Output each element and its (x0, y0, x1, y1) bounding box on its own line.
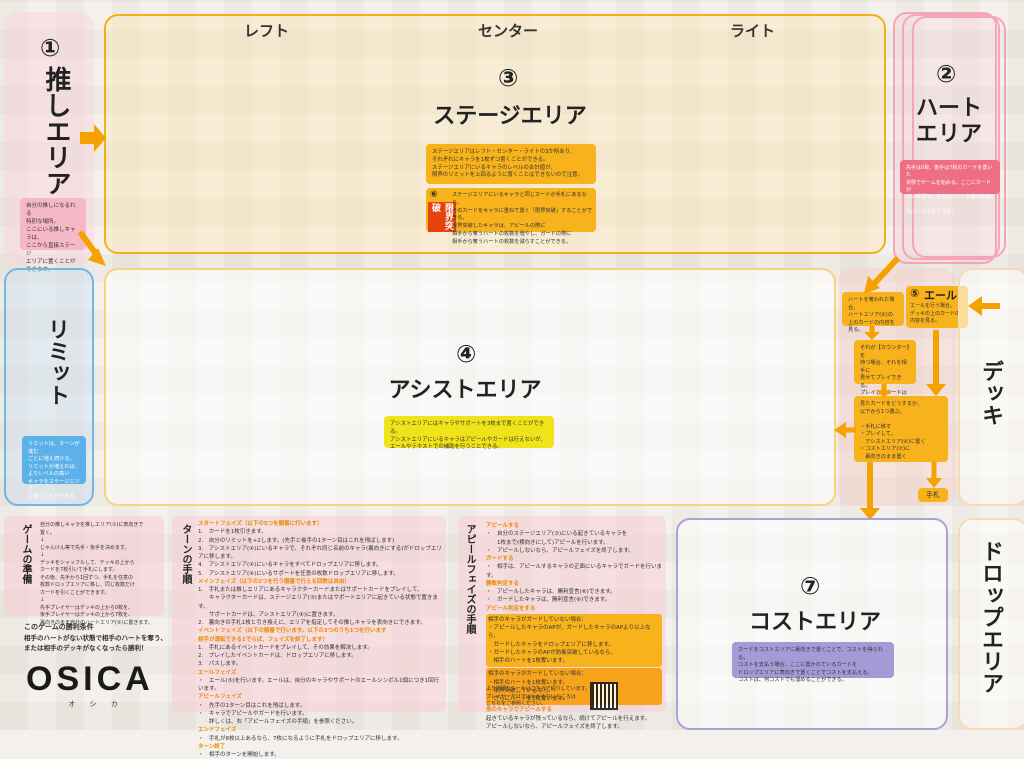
appeal-s5: 起きているキャラが残っているなら、続けてアピールを行えます。 アピールしないなら… (486, 715, 651, 730)
appeal-phase-head: アピールフェイズ (198, 694, 242, 701)
yell-note: エールを行う場合、 デッキの上のカードの 内容を見る。 (910, 303, 961, 324)
drop-area[interactable] (958, 518, 1024, 730)
appeal-s2: ・ 相手は、アピールするキャラの正面にいるキャラでガードを行います。 (486, 564, 663, 579)
cost-area[interactable] (676, 518, 948, 730)
osica-logo: OSICA オ シ カ (26, 660, 166, 708)
assist-number: ④ (456, 340, 477, 368)
turn-steps: スタートフェイズ（以下の5つを順番に行います） 1. カードを1枚引きます。 2… (198, 520, 444, 759)
cost-note: カードをコストエリアに裏向きで置くことで、コストを得られる。 コストを支払う場合… (732, 642, 894, 683)
heart-title: ハート エリア (915, 96, 982, 148)
yell-phase: ・ エール(⑤)を行います。エールは、自分のキャラやサポートのエールシンボル1個… (198, 677, 440, 692)
turn-panel (172, 516, 446, 712)
cost-number: ⑦ (800, 572, 821, 600)
stage-note: ステージエリアはレフト・センター・ライトの3か所あり、 それぞれにキャラを1枚ず… (426, 144, 596, 184)
flow-arrows (77, 124, 1000, 520)
prep-panel (4, 516, 164, 616)
appeal-title: アピールフェイズの手順 (464, 524, 475, 634)
column-right-label: ライト (730, 22, 776, 40)
event-phase: 1. 手札にあるイベントカードをプレイして、その効果を解決します。 2. プレイ… (198, 644, 373, 668)
yell-phase-head: エールフェイズ (198, 669, 237, 676)
limit-note: リミットは、ターンが進む ごとに増え続ける。 リミットが増えれば、 よりレベルの… (22, 436, 86, 500)
appeal-phase: ・ 先手の1ターン目はこれを飛ばします。 ・ キャラでアピールやガードを行います… (198, 702, 358, 726)
win-title: このゲームの勝利条件 (24, 623, 94, 631)
hand-label[interactable]: 手札 (918, 488, 948, 502)
prep-text: 自分の推しキャラを推しエリア(①)に表向きで 置く。 ↓ じゃんけん等で先手・後… (40, 522, 153, 626)
event-phase-head: イベントフェイズ（以下の順番で行います。以下の3つのうち1つを行います 相手が運… (198, 628, 387, 643)
oshi-title: 推しエリア (41, 66, 71, 196)
assist-note: アシストエリアにはキャラやサポートを3枚まで置くことができる。 アシストエリアに… (384, 416, 554, 450)
drop-title: ドロップエリア (978, 540, 1003, 694)
end-phase: ・ 手札が8枚以上あるなら、7枚になるように手札をドロップエリアに移します。 (198, 735, 403, 742)
appeal-s3: ・ アピールしたキャラは、勝利宣言(⑥)できます。 ・ ガードしたキャラは、勝利… (486, 589, 616, 604)
oshi-number: ① (40, 34, 61, 62)
start-phase: 1. カードを1枚引きます。 2. 自分のリミットを+2します。(先手と後手の1… (198, 529, 442, 577)
logo-text: OSICA (26, 660, 154, 698)
heart-area[interactable] (893, 12, 997, 264)
appeal-s1-head: アピールする (486, 523, 520, 529)
cost-title: コストエリア (748, 610, 881, 635)
main-phase: 1. 手札または推しエリアにあるキャラクターカードまたはサポートカードをプレイし… (198, 587, 438, 626)
turn-title: ターンの手順 (180, 524, 191, 584)
turn-end: ・ 相手のターンを開始します。 (198, 752, 280, 758)
logo-kana: オ シ カ (68, 700, 124, 708)
appeal-s4b: 相手のキャラがガードしていない場合： ・相手のハートを1枚奪います。 ・限界突破… (486, 668, 662, 706)
heart-stack-2 (912, 16, 1006, 258)
assist-area[interactable] (104, 268, 836, 506)
heart-steal-note: ハートを奪われた場合、 ハートエリア(②)の 上のカードの内容を 見る。 (842, 292, 904, 333)
genkai-number: ⑥ (430, 190, 438, 200)
yell-note-box (906, 286, 968, 328)
arrow-oshi-to-stage (80, 124, 106, 152)
stage-title: ステージエリア (433, 104, 587, 129)
heart-note: 先手は0枚、後手は7枚のカードを置いた 状態でゲームを始める。ここにカードが な… (900, 160, 1000, 215)
rules-note: より詳細なルールはこちらで紹介しています。 プレイヤーだけではわからないところは… (486, 686, 591, 707)
genkai-label: 限界突破 (428, 202, 456, 232)
appeal-s2-head: ガードする (486, 556, 514, 562)
turn-end-head: ターン終了 (198, 743, 226, 750)
genkai-note: ステージエリアにいるキャラと同じカードが手札にあるなら、 そのカードをキャラに重… (452, 192, 593, 245)
limit-title: リミット (44, 318, 69, 406)
appeal-s1: ・ 自分のステージエリア(③)にいる起きているキャラを 1枚まで(横向きにして)… (486, 531, 634, 554)
yell-number: ⑤ (910, 287, 920, 300)
yell-title: エール (924, 289, 957, 302)
assist-title: アシストエリア (388, 378, 542, 403)
prep-title: ゲームの準備 (20, 524, 31, 584)
appeal-s4a: 相手のキャラがガードしていない場合： ・アピールしたキャラのAPが、ガードしたキ… (486, 613, 662, 668)
heart-stack-1 (902, 14, 1000, 260)
heart-number: ② (936, 60, 957, 88)
appeal-steps: アピールする ・ 自分のステージエリア(③)にいる起きているキャラを 1枚まで(… (486, 522, 662, 731)
qr-code[interactable] (590, 682, 618, 710)
start-phase-head: スタートフェイズ（以下の5つを順番に行います） (198, 521, 323, 527)
deck-title: デッキ (978, 360, 1003, 426)
appeal-s5-head: 他のキャラでアピールする (486, 707, 553, 714)
column-left-label: レフト (244, 22, 290, 40)
end-phase-head: エンドフェイズ (198, 727, 237, 734)
column-center-label: センター (478, 22, 539, 40)
appeal-s3-head: 勝敗判定する (486, 580, 520, 587)
main-phase-head: メインフェイズ（以下の2つを行う順番で行える回数は自由） (198, 578, 350, 585)
choose-note: 見たカードをどうするか、 以下から1つ選ぶ。 ・手札に移す ・プレイして、 アシ… (854, 396, 948, 462)
win-text: 相手のハートがない状態で相手のハートを奪う、 または相手のデッキがなくなったら勝… (24, 634, 167, 652)
appeal-s4-head: アピール判定をする (486, 605, 536, 612)
stage-number: ③ (498, 64, 519, 92)
